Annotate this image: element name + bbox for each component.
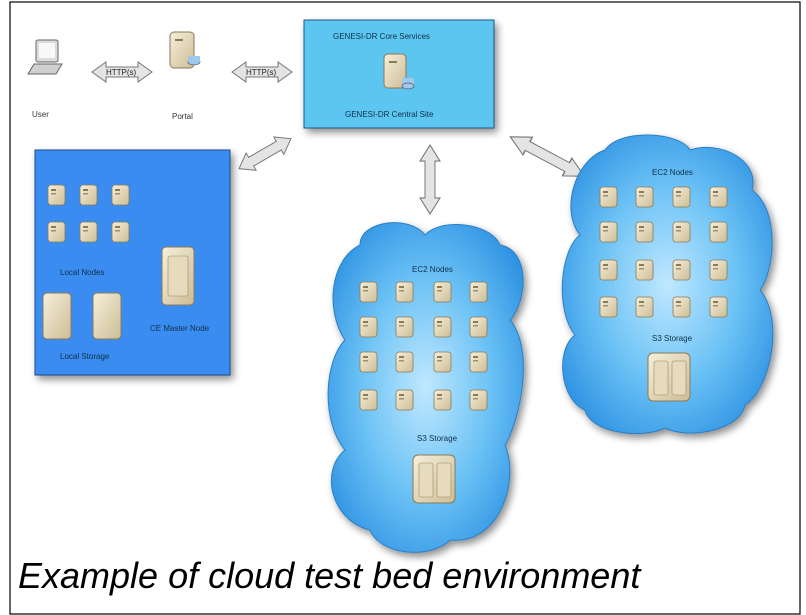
core-central-site-label: GENESI-DR Central Site [345,110,434,119]
user-label: User [32,110,49,119]
portal-server-icon [169,31,201,69]
ec2-cloud-center [327,222,524,553]
local-cluster-box [34,149,231,376]
http-arrow-user-portal: HTTP(s) [91,61,153,83]
cloud-center-storage-label: S3 Storage [417,434,458,443]
cloud-center-nodes-label: EC2 Nodes [412,265,453,274]
portal-label: Portal [172,112,193,121]
local-storage-label: Local Storage [60,352,110,361]
core-server-icon [383,53,415,90]
user-computer-icon [27,39,63,75]
cloud-right-storage-icon [647,352,691,402]
ce-master-node-icon [161,246,195,306]
cloud-right-nodes-label: EC2 Nodes [652,168,693,177]
core-services-title: GENESI-DR Core Services [333,32,430,41]
local-storage-group [42,292,122,340]
cloud-center-storage-icon [412,454,456,504]
arrow-core-cloud2 [504,127,590,186]
cloud-right-storage-label: S3 Storage [652,334,693,343]
http-left-label: HTTP(s) [106,68,137,77]
arrow-core-local [233,129,297,178]
ec2-cloud-right [561,134,774,434]
outer-frame [9,1,801,615]
local-nodes-label: Local Nodes [60,268,105,277]
http-arrow-portal-core: HTTP(s) [231,61,293,83]
http-right-label: HTTP(s) [246,68,277,77]
figure-caption: Example of cloud test bed environment [18,555,641,596]
ce-master-node-label: CE Master Node [150,324,210,333]
arrow-core-cloud1 [419,144,441,215]
